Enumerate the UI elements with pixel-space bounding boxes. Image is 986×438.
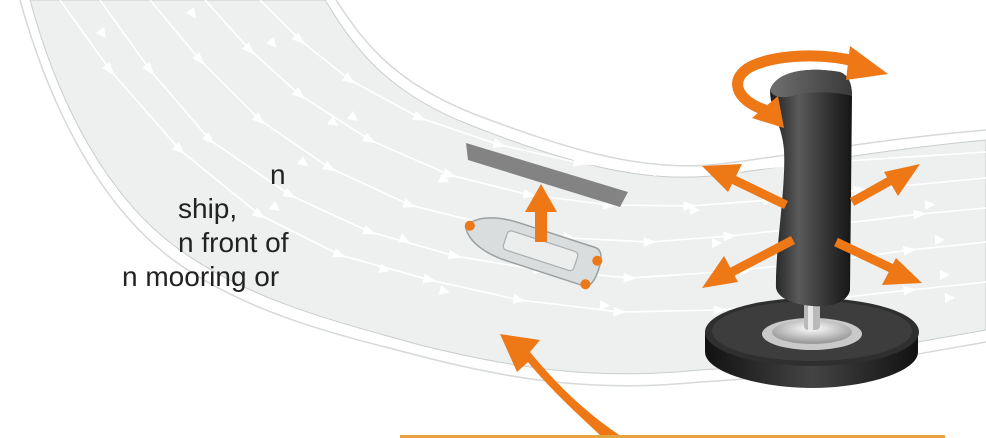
caption-text: n ship, n front of n mooring or xyxy=(0,158,300,294)
caption-line: n front of xyxy=(178,227,289,258)
flow-arrowhead xyxy=(438,173,450,183)
caption-line: n mooring or xyxy=(122,261,280,292)
flow-arrowhead xyxy=(268,201,280,212)
flow-arrowhead xyxy=(327,115,339,126)
flow-arrowhead xyxy=(939,270,950,280)
flow-arrowhead xyxy=(712,238,722,248)
pointer-arrow-icon xyxy=(500,334,624,438)
caption-line: ship, xyxy=(178,193,238,224)
thruster-dot xyxy=(592,255,603,266)
flow-arrowhead xyxy=(690,205,700,215)
flow-arrowhead xyxy=(185,7,196,19)
baseline-divider xyxy=(400,435,945,438)
flow-arrowhead xyxy=(398,233,410,243)
thruster-dot xyxy=(464,220,475,231)
flow-arrowhead xyxy=(944,293,955,303)
flow-arrowhead xyxy=(266,36,277,48)
quay-mooring xyxy=(466,143,628,207)
caption-line: n xyxy=(270,159,286,190)
flow-arrowhead xyxy=(924,200,935,210)
joystick-icon xyxy=(705,69,919,388)
thrust-arrow-icon xyxy=(525,184,557,242)
move-arrows-icon xyxy=(702,164,922,288)
ship-icon xyxy=(464,217,603,290)
flow-arrowhead xyxy=(438,285,450,295)
flow-arrowhead xyxy=(599,300,610,310)
flow-arrows xyxy=(95,7,955,310)
flow-arrowhead xyxy=(347,110,359,121)
flow-arrowhead xyxy=(378,263,390,273)
thruster-dot xyxy=(580,279,591,290)
flow-arrowhead xyxy=(296,156,308,167)
flow-arrowhead xyxy=(934,235,945,245)
rotation-arrow-icon xyxy=(732,46,888,128)
flow-arrowhead xyxy=(95,27,106,39)
